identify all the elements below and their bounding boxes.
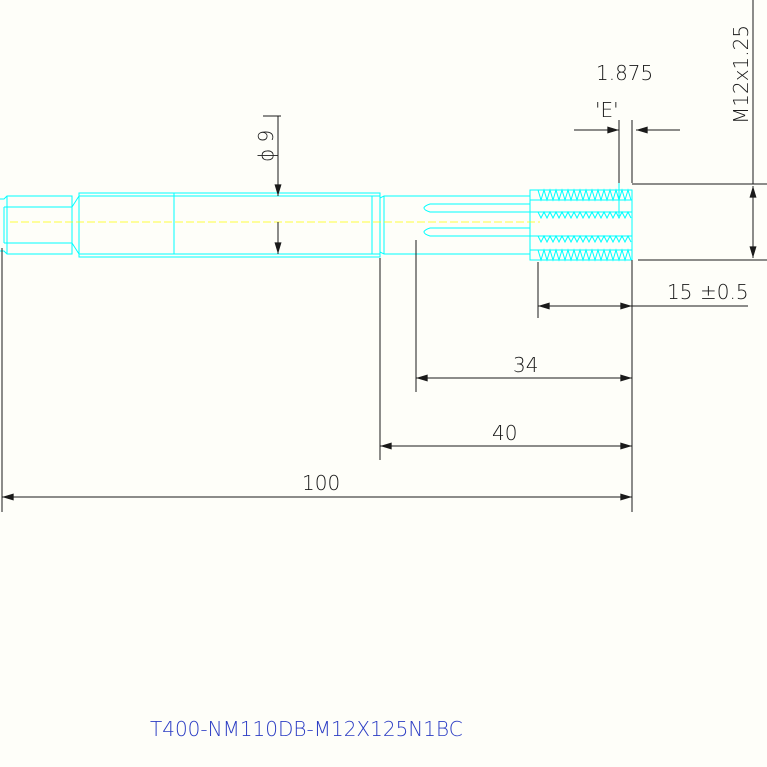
thread-length-label: 40 bbox=[492, 421, 517, 445]
chamfer-tolerance-label: ±0.5 bbox=[700, 280, 749, 304]
square-drive-end bbox=[0, 195, 73, 255]
shank bbox=[71, 192, 381, 258]
flute-length-label: 34 bbox=[513, 353, 538, 377]
pitch-marker-label: 'E' bbox=[595, 98, 619, 122]
overall-length-label: 100 bbox=[302, 471, 340, 495]
flutes bbox=[423, 203, 530, 237]
tap-tool bbox=[0, 183, 633, 262]
chamfer-length-label: 15 bbox=[667, 280, 692, 304]
part-code-label: T400-NM110DB-M12X125N1BC bbox=[150, 717, 463, 741]
neck bbox=[379, 195, 530, 255]
thread-spec-label: M12x1.25 bbox=[729, 25, 753, 124]
dimension-lines bbox=[1, 0, 767, 512]
threaded-section bbox=[529, 183, 633, 262]
pitch-label: 1.875 bbox=[596, 61, 653, 85]
shank-diameter-label: ϕ 9 bbox=[254, 130, 278, 162]
